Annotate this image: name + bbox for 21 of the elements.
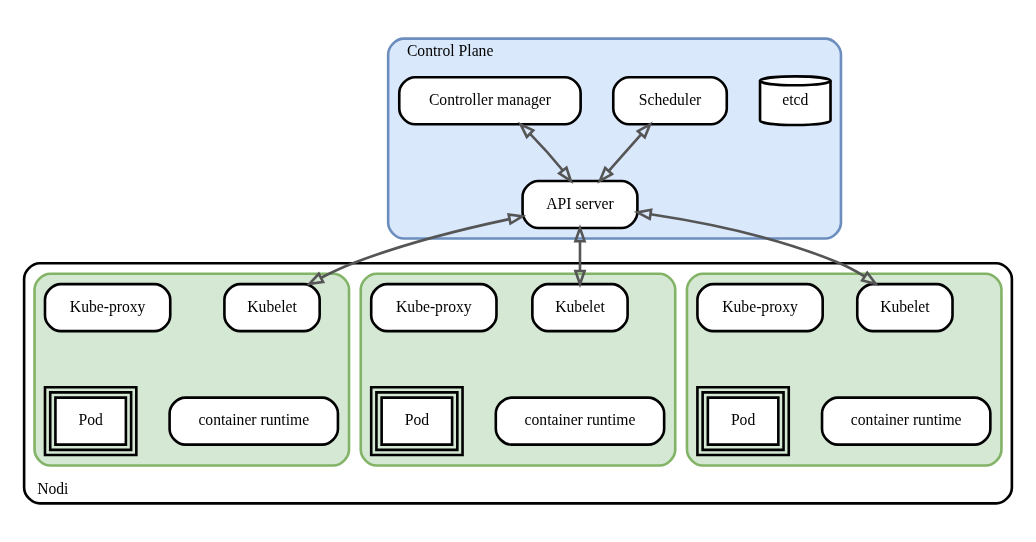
- node-box: Kubelet: [855, 282, 954, 333]
- node-box: Pod: [43, 385, 138, 457]
- arrow: [573, 224, 587, 288]
- node-box: container runtime: [820, 396, 992, 446]
- node-box: Controller manager: [397, 75, 582, 126]
- node-box: API server: [521, 179, 639, 230]
- node-box: Scheduler: [611, 75, 729, 126]
- cluster: [359, 272, 677, 467]
- node-box: Kube-proxy: [43, 282, 172, 333]
- node-box: Kube-proxy: [696, 282, 824, 333]
- node-box: Kubelet: [223, 282, 321, 333]
- arrow: [517, 121, 574, 184]
- node-box: Kubelet: [531, 282, 629, 333]
- arrow: [305, 213, 527, 286]
- node-box: Pod: [369, 385, 464, 457]
- arrow: [597, 121, 653, 184]
- node-box: Kube-proxy: [369, 282, 498, 333]
- node-box: container runtime: [494, 396, 666, 446]
- node-box: Pod: [696, 385, 791, 457]
- node-box: container runtime: [168, 396, 340, 446]
- arrow: [633, 208, 879, 286]
